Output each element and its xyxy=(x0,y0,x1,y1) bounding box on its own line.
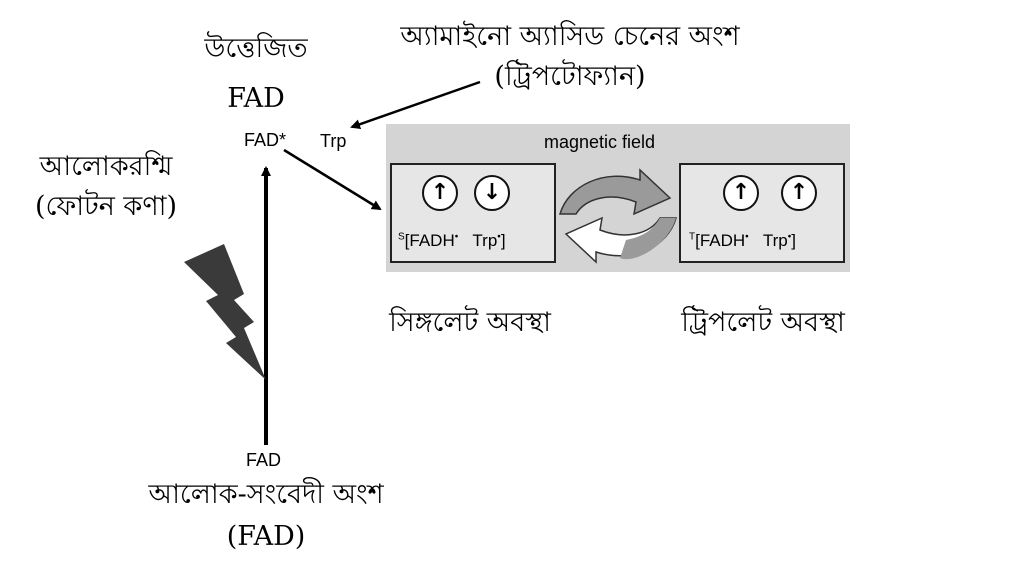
lightning-bolt-icon xyxy=(184,244,266,380)
tryptophan-label: (ট্রিপটোফ্যান) xyxy=(494,61,646,92)
photon-label: (ফোটন কণা) xyxy=(34,191,178,222)
fad-ground-label: FAD xyxy=(246,450,282,470)
amino-acid-chain-label: অ্যামাইনো অ্যাসিড চেনের অংশ xyxy=(400,21,740,52)
spin-up-icon: ↑ xyxy=(422,175,458,211)
triplet-radical-pair: T[FADH• Trp•] xyxy=(689,231,796,250)
spin-up-icon: ↑ xyxy=(723,175,759,211)
singlet-state-label: সিঙ্গলেট অবস্থা xyxy=(389,307,551,338)
singlet-state-box: ↑ ↓ S[FADH• Trp•] xyxy=(390,163,556,263)
spin-down-icon: ↓ xyxy=(474,175,510,211)
radical-pair-arrow xyxy=(283,148,382,211)
light-sensitive-label: আলোক-সংবেদী অংশ xyxy=(148,479,384,510)
magnetic-field-label: magnetic field xyxy=(544,132,656,152)
interconversion-cycle-icon xyxy=(559,168,677,264)
singlet-radical-pair: S[FADH• Trp•] xyxy=(398,231,506,250)
trp-label: Trp xyxy=(320,131,347,151)
fad-paren-label: (FAD) xyxy=(226,521,306,552)
excited-label: উত্তেজিত xyxy=(204,33,308,64)
excited-fad-label: FAD xyxy=(227,83,285,114)
spin-up-icon: ↑ xyxy=(781,175,817,211)
triplet-state-label: ট্রিপলেট অবস্থা xyxy=(681,307,845,338)
tryptophan-pointer-arrow xyxy=(350,80,481,130)
light-ray-label: আলোকরশ্মি xyxy=(39,151,173,182)
fad-star-label: FAD* xyxy=(244,130,287,150)
triplet-state-box: ↑ ↑ T[FADH• Trp•] xyxy=(679,163,845,263)
